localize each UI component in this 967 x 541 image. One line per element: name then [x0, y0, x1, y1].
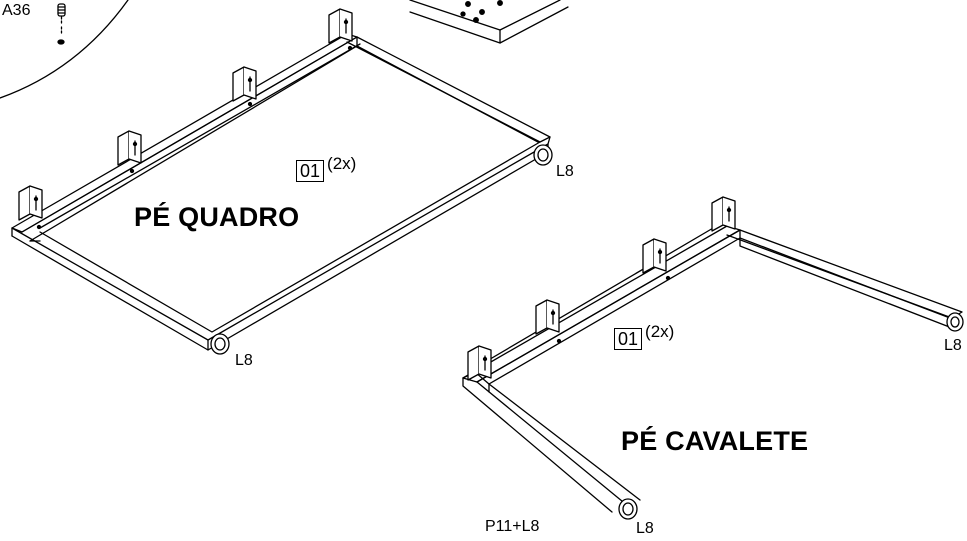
foot-cap-front [210, 333, 230, 355]
a36-part-label: A36 [2, 2, 31, 19]
frame-bracket-1 [18, 185, 43, 221]
frame-leg-part-code: 01 (2x) [296, 154, 356, 182]
frame-foot-label-right: L8 [556, 163, 574, 180]
foot-cap-right [533, 144, 553, 166]
frame-bracket-2 [117, 130, 142, 166]
trestle-bracket-2 [535, 299, 560, 335]
frame-bracket-3 [232, 66, 257, 102]
trestle-leg-title: PÉ CAVALETE [621, 426, 809, 456]
trestle-bracket-1 [467, 345, 492, 381]
trestle-foot-label-right: L8 [944, 337, 962, 354]
foot-cap-right-arm [946, 312, 964, 332]
frame-leg-title: PÉ QUADRO [134, 202, 300, 232]
part-code-box: 01 [296, 160, 325, 182]
foot-cap-bottom [618, 498, 638, 520]
trestle-leg-drawing [462, 196, 964, 520]
trestle-leg-part-code: 01 (2x) [614, 322, 674, 350]
frame-foot-label-front: L8 [235, 352, 253, 369]
trestle-foot-label-bottom: L8 [636, 520, 654, 537]
a36-leveler-icon [57, 3, 66, 35]
detail-magnifier [0, 0, 129, 99]
tabletop-board-corner [409, 0, 569, 44]
quantity-label: (2x) [645, 322, 675, 341]
quantity-label: (2x) [327, 154, 357, 173]
trestle-bracket-3 [642, 238, 667, 274]
trestle-bracket-4 [711, 196, 736, 232]
frame-leg-drawing [11, 8, 553, 355]
part-code-box: 01 [614, 328, 643, 350]
frame-bracket-4 [328, 8, 353, 44]
combo-part-label: P11+L8 [485, 518, 540, 535]
